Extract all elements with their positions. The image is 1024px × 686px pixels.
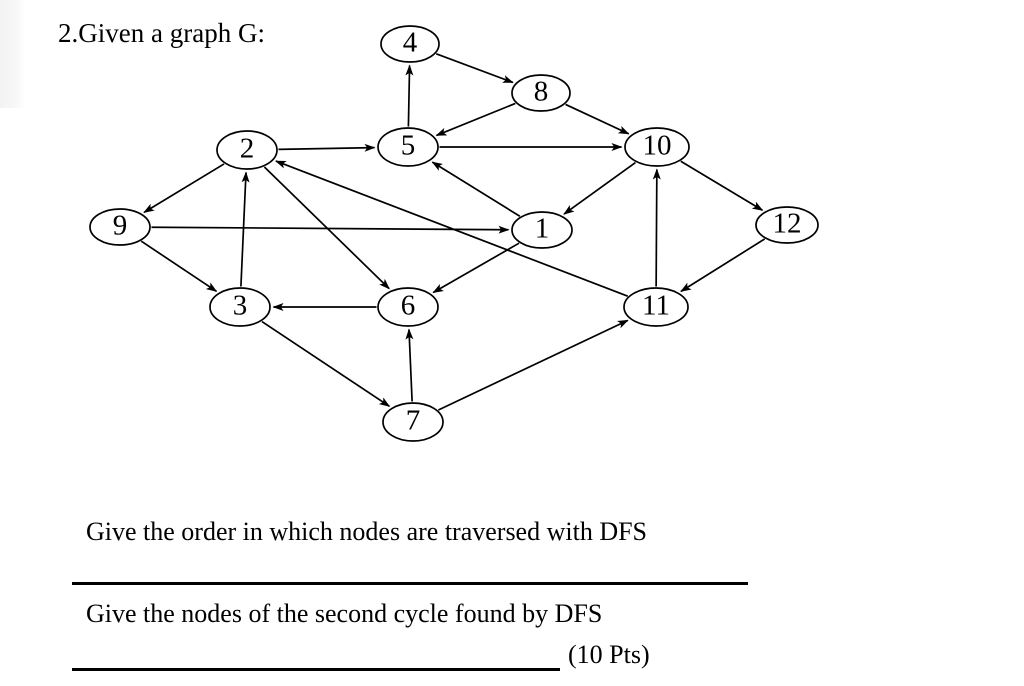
prompt-dfs-order: Give the order in which nodes are traver… <box>86 517 648 546</box>
node-label-8: 8 <box>534 76 549 108</box>
graph-node-3: 3 <box>209 287 271 327</box>
node-label-12: 12 <box>773 208 802 240</box>
node-label-7: 7 <box>406 405 421 437</box>
graph-node-12: 12 <box>755 206 819 244</box>
node-label-5: 5 <box>401 130 416 162</box>
graph-edge-1-to-5 <box>431 161 521 218</box>
graph-edge-3-to-2 <box>240 171 250 287</box>
node-outline-6 <box>377 287 439 327</box>
graph-edge-5-to-4 <box>405 64 414 127</box>
node-outline-2 <box>216 130 278 170</box>
graph-edge-10-to-1 <box>563 161 636 215</box>
graph-node-11: 11 <box>623 287 689 327</box>
graph-edge-7-to-11 <box>438 319 629 411</box>
graph-edge-12-to-11 <box>680 238 766 293</box>
graph-edge-2-to-9 <box>143 163 225 214</box>
graph-edge-11-to-2 <box>274 160 629 297</box>
graph-node-2: 2 <box>216 130 278 170</box>
node-outline-8 <box>511 74 571 112</box>
graph-node-9: 9 <box>89 208 151 246</box>
points-label: (10 Pts) <box>568 640 650 669</box>
answer-line-dfs-order[interactable] <box>72 582 748 585</box>
node-outline-7 <box>382 402 444 442</box>
node-outline-4 <box>380 25 440 63</box>
graph-edge-9-to-1 <box>151 225 510 234</box>
graph-node-7: 7 <box>382 402 444 442</box>
answer-line-second-cycle[interactable] <box>72 668 560 671</box>
graph-edge-10-to-12 <box>680 160 764 211</box>
graph-edge-4-to-8 <box>435 53 514 84</box>
graph-node-8: 8 <box>511 74 571 112</box>
node-label-4: 4 <box>403 27 418 59</box>
node-label-9: 9 <box>113 210 128 242</box>
graph-edge-11-to-10 <box>652 168 661 287</box>
graph-diagram: 4 8 2 5 10 9 1 12 3 6 11 7 <box>89 25 819 442</box>
page-title: 2.Given a graph G: <box>58 18 265 48</box>
node-label-11: 11 <box>642 290 670 322</box>
graph-edge-1-to-6 <box>432 242 520 294</box>
node-label-2: 2 <box>240 133 255 165</box>
graph-node-1: 1 <box>511 211 573 249</box>
node-label-1: 1 <box>535 213 550 245</box>
graph-edge-3-to-7 <box>261 320 391 408</box>
node-label-10: 10 <box>643 130 672 162</box>
node-label-3: 3 <box>233 290 248 322</box>
graph-edges <box>140 53 766 411</box>
node-outline-12 <box>755 206 819 244</box>
graph-edge-8-to-5 <box>435 102 516 137</box>
graph-edge-8-to-10 <box>565 103 630 135</box>
node-outline-3 <box>209 287 271 327</box>
graph-node-5: 5 <box>377 127 439 167</box>
node-outline-9 <box>89 208 151 246</box>
graph-node-10: 10 <box>624 127 690 167</box>
graph-edge-9-to-3 <box>140 240 218 292</box>
graph-node-4: 4 <box>380 25 440 63</box>
graph-node-6: 6 <box>377 287 439 327</box>
graph-edge-7-to-6 <box>405 328 414 402</box>
graph-edge-2-to-5 <box>278 143 376 152</box>
prompt-second-cycle: Give the nodes of the second cycle found… <box>86 599 603 628</box>
node-outline-10 <box>624 127 690 167</box>
node-label-6: 6 <box>401 290 416 322</box>
node-outline-1 <box>511 211 573 249</box>
graph-nodes: 4 8 2 5 10 9 1 12 3 6 11 7 <box>89 25 819 442</box>
graph-edge-2-to-6 <box>263 166 390 290</box>
node-outline-11 <box>623 287 689 327</box>
node-outline-5 <box>377 127 439 167</box>
